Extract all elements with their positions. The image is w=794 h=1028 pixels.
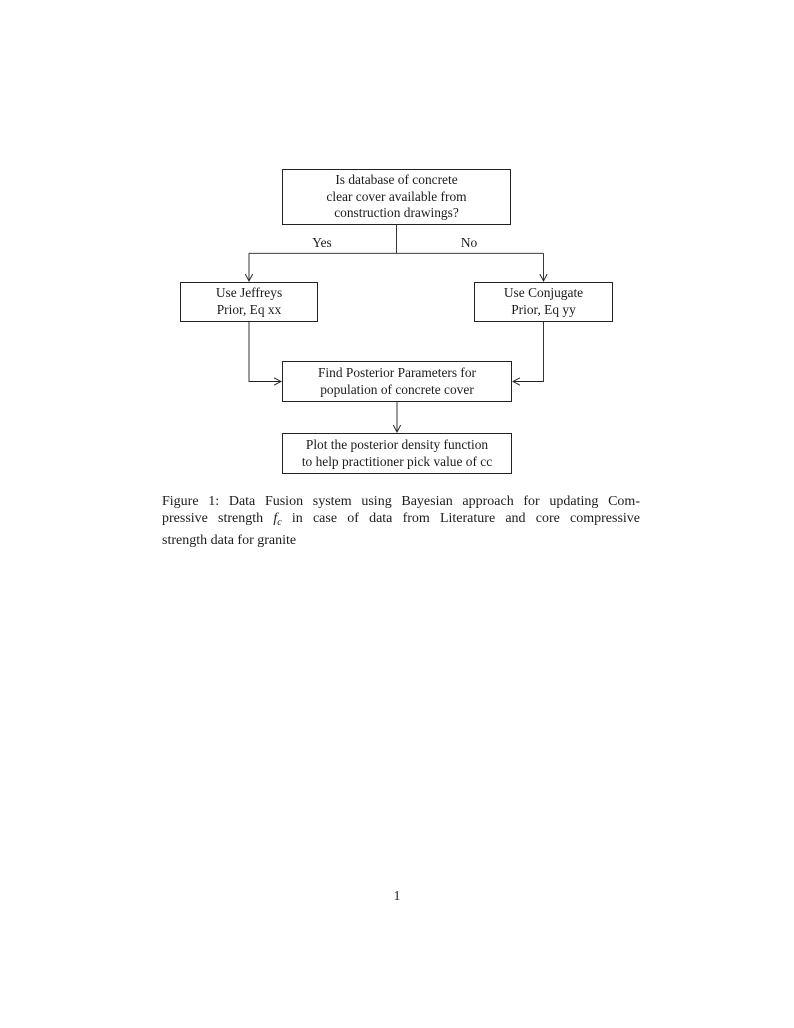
figure-caption: Figure 1: Data Fusion system using Bayes… (162, 493, 640, 549)
flowchart-posterior-parameters-box: Find Posterior Parameters for population… (282, 361, 512, 402)
caption-line3: strength data for granite (162, 532, 297, 548)
posterior-box-line1: Find Posterior Parameters for (317, 364, 477, 380)
flowchart-plot-density-box: Plot the posterior density function to h… (282, 433, 512, 474)
caption-line2-post: in case of data from Literature and core… (281, 511, 640, 527)
caption-line2: pressive strength fc in case of data fro… (162, 510, 640, 531)
page-number: 1 (393, 888, 401, 903)
jeffreys-box-line1: Use Jeffreys (215, 285, 283, 301)
decision-box-line3: construction drawings? (334, 205, 459, 221)
conjugate-box-line1: Use Conjugate (503, 285, 584, 301)
math-fc-symbol: f (273, 511, 278, 527)
connector-right-to-middle (512, 322, 544, 386)
plot-box-line2: to help practitioner pick value of cc (301, 453, 493, 469)
decision-box-line2: clear cover available from (326, 188, 467, 204)
flowchart-conjugate-prior-box: Use Conjugate Prior, Eq yy (474, 282, 613, 322)
jeffreys-box-line2: Prior, Eq xx (216, 302, 282, 317)
caption-line1: Figure 1: Data Fusion system using Bayes… (162, 494, 640, 509)
posterior-box-line2: population of concrete cover (320, 381, 474, 397)
plot-box-line1: Plot the posterior density function (305, 436, 489, 452)
branch-label-no: No (460, 235, 478, 250)
conjugate-box-line2: Prior, Eq yy (511, 302, 576, 317)
flowchart-decision-box: Is database of concrete clear cover avai… (282, 169, 511, 225)
caption-line2-pre: pressive strength (162, 511, 274, 527)
math-fc-subscript: c (277, 517, 282, 529)
branch-label-yes: Yes (312, 235, 332, 250)
decision-box-line1: Is database of concrete (335, 171, 458, 187)
connector-left-to-middle (248, 322, 282, 386)
flowchart-jeffreys-prior-box: Use Jeffreys Prior, Eq xx (180, 282, 318, 322)
